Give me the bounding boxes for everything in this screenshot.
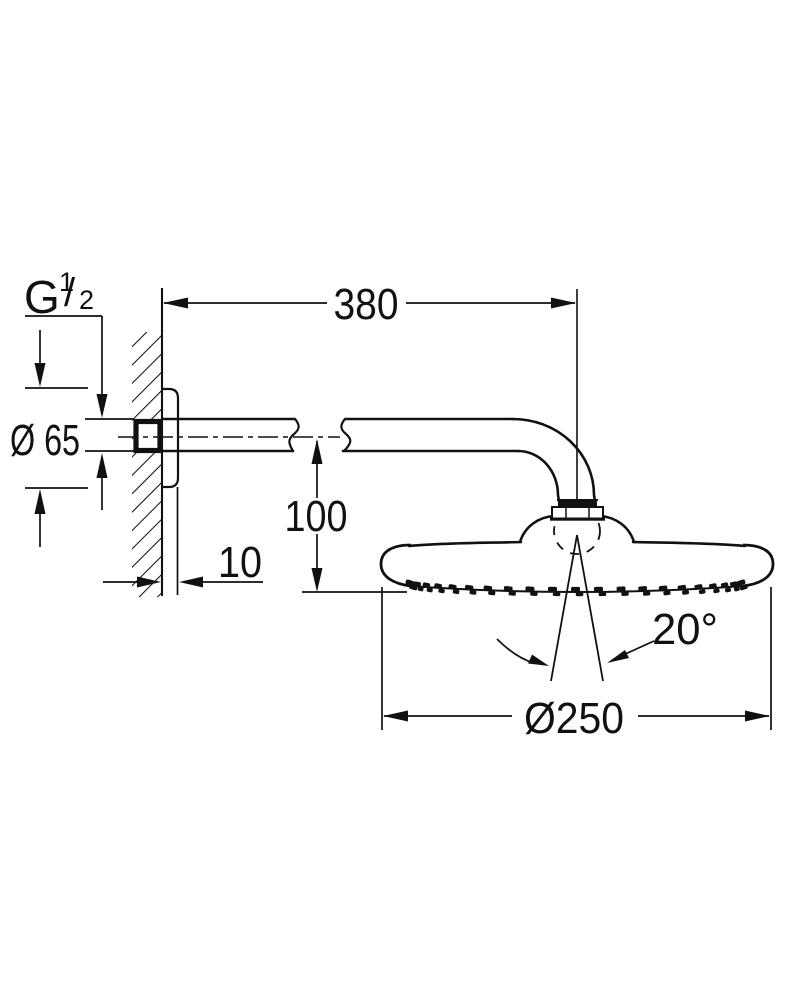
arrowhead-right xyxy=(745,710,770,722)
shower-arm xyxy=(118,417,597,503)
dim-drop-height: 100 xyxy=(285,439,407,593)
nozzle xyxy=(658,585,668,591)
nozzle xyxy=(448,584,457,590)
pipe-break-right xyxy=(340,418,352,452)
dim-flange-diameter-text: Ø 65 xyxy=(10,416,80,465)
nozzle xyxy=(503,586,513,592)
arrowhead-up xyxy=(311,439,323,464)
head-rim-right-cap xyxy=(742,543,775,588)
elbow-inner-curve xyxy=(516,449,561,503)
dim-flange-thickness: 10 xyxy=(103,538,263,588)
nozzle xyxy=(713,588,720,594)
nozzle xyxy=(438,588,445,594)
dim-spray-angle-text: 20° xyxy=(652,605,718,654)
nozzle xyxy=(530,591,538,597)
nozzle xyxy=(571,586,580,592)
escutcheon-plate xyxy=(162,387,180,595)
arrowhead-left xyxy=(383,710,408,722)
pipe-break-left xyxy=(288,418,300,452)
head-rim-left-cap xyxy=(379,543,412,588)
dim-thread: G 1 / 2 xyxy=(24,267,134,510)
nozzle xyxy=(698,589,706,595)
arrowhead-right xyxy=(607,650,629,663)
dim-head-diameter-text: Ø250 xyxy=(524,694,624,743)
nozzle xyxy=(739,579,746,585)
wall-hatching xyxy=(132,332,162,597)
nozzle xyxy=(616,586,626,592)
arrowhead-down xyxy=(311,568,323,592)
nozzle xyxy=(729,581,738,588)
arrowhead-right xyxy=(137,576,161,588)
nozzle xyxy=(642,591,651,596)
nozzle xyxy=(720,582,729,589)
nozzle xyxy=(724,587,732,593)
dim-flange-diameter: Ø 65 xyxy=(10,330,88,547)
thread-numerator: 1 xyxy=(59,267,74,297)
nozzle xyxy=(413,581,422,588)
nozzle xyxy=(742,584,748,590)
nozzle xyxy=(525,586,535,592)
nozzle xyxy=(488,590,496,596)
nozzle xyxy=(638,586,648,592)
arrowhead-up xyxy=(34,489,46,514)
arrowhead-down xyxy=(34,363,46,387)
elbow-outer-curve xyxy=(511,417,597,503)
nozzle xyxy=(452,589,460,595)
dim-drop-height-text: 100 xyxy=(285,492,348,541)
nozzle xyxy=(434,583,443,589)
nozzle xyxy=(733,586,740,592)
nozzle xyxy=(408,580,415,586)
dim-flange-thickness-text: 10 xyxy=(218,538,262,587)
hex-nut xyxy=(551,506,604,520)
head-top-face-left xyxy=(407,540,523,548)
nozzle xyxy=(677,584,687,591)
arrowhead-right xyxy=(551,297,576,309)
nozzle xyxy=(483,585,493,591)
arrowhead-down xyxy=(96,394,108,418)
nozzle xyxy=(663,590,671,596)
nozzle xyxy=(422,582,431,589)
thread-slash: / xyxy=(64,271,76,315)
nozzle xyxy=(411,585,418,591)
plate-outline xyxy=(162,387,180,489)
nozzle xyxy=(621,591,629,597)
nozzle xyxy=(575,592,584,597)
nozzle xyxy=(426,587,433,593)
nozzle xyxy=(469,590,477,595)
nozzle xyxy=(464,584,474,591)
nozzle-row xyxy=(405,579,748,597)
arrowhead-left xyxy=(528,654,549,666)
dim-arm-length-text: 380 xyxy=(334,280,399,329)
nozzle xyxy=(508,591,516,596)
nozzle xyxy=(682,590,690,595)
arrowhead-left xyxy=(179,576,203,588)
cone-line-right xyxy=(576,534,604,682)
nozzle xyxy=(593,586,604,592)
concealed-fitting xyxy=(133,418,163,454)
wall-section xyxy=(132,288,164,597)
nut-flange xyxy=(550,517,605,521)
nozzle xyxy=(694,584,703,590)
spray-cone xyxy=(550,534,604,682)
head-top-face-right xyxy=(631,540,747,548)
thread-letter: G xyxy=(24,271,60,323)
nozzle xyxy=(598,591,607,597)
dim-spray-angle: 20° xyxy=(496,605,718,666)
head-connector xyxy=(550,499,605,521)
nozzle xyxy=(417,586,424,592)
dim-head-diameter: Ø250 xyxy=(381,587,772,743)
arrowhead-left xyxy=(163,297,188,309)
arrowhead-up xyxy=(96,453,108,478)
thread-denominator: 2 xyxy=(79,285,94,315)
dim-arm-length: 380 xyxy=(163,280,576,329)
nozzle xyxy=(552,591,561,597)
cone-line-left xyxy=(550,534,578,682)
nozzle xyxy=(708,583,717,589)
nozzle xyxy=(547,586,558,592)
